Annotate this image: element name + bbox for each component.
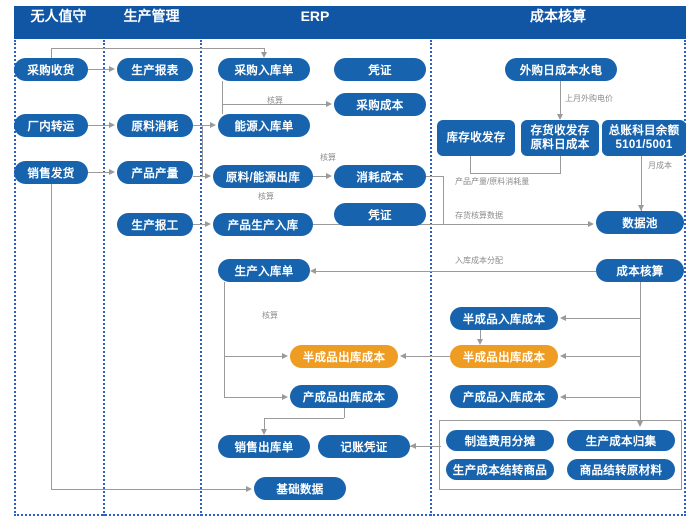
costing-subprocess-group xyxy=(439,420,682,490)
n-changnei-zhuanyun[interactable]: 厂内转运 xyxy=(14,114,88,137)
n-shengchan-baogong[interactable]: 生产报工 xyxy=(117,213,193,236)
n-chancheng-chuku-erp[interactable]: 产成品出库成本 xyxy=(290,385,398,408)
lbl-shangyue-dianjia: 上月外购电价 xyxy=(565,94,613,103)
n-caigou-shouhuo[interactable]: 采购收货 xyxy=(14,58,88,81)
n-xiaoshou-fahuo[interactable]: 销售发货 xyxy=(14,161,88,184)
n-shengchan-guiji[interactable]: 生产成本归集 xyxy=(567,430,675,451)
lane-divider-3 xyxy=(430,40,432,516)
lbl-hesuan-2: 核算 xyxy=(320,153,336,162)
n-bancheng-chuku-erp[interactable]: 半成品出库成本 xyxy=(290,345,398,368)
lane-title-3: 成本核算 xyxy=(530,8,586,24)
n-shengchan-jiezhuan[interactable]: 生产成本结转商品 xyxy=(446,459,554,480)
lane-divider-1 xyxy=(103,40,105,516)
lbl-hesuan-4: 核算 xyxy=(262,311,278,320)
n-pingzheng-2[interactable]: 凭证 xyxy=(334,203,426,226)
lane-title-0: 无人值守 xyxy=(30,8,87,24)
lane-divider-2 xyxy=(200,40,202,516)
n-yuanliao-xiaohao[interactable]: 原料消耗 xyxy=(117,114,193,137)
lbl-ruku-fenpei: 入库成本分配 xyxy=(455,256,503,265)
n-kucun-shoufacun[interactable]: 库存收发存 xyxy=(437,120,515,156)
n-zhizao-feiyong[interactable]: 制造费用分摊 xyxy=(446,430,554,451)
lbl-yuechengben: 月成本 xyxy=(648,161,672,170)
n-bancheng-chuku[interactable]: 半成品出库成本 xyxy=(450,345,558,368)
n-nengyuan-rukudan[interactable]: 能源入库单 xyxy=(218,114,310,137)
lane-title-1: 生产管理 xyxy=(123,8,180,24)
swimlane-frame xyxy=(14,40,686,516)
n-xiaoshou-chukudan[interactable]: 销售出库单 xyxy=(218,435,310,458)
n-yuanliao-nengyuan-chuku[interactable]: 原料/能源出库 xyxy=(213,165,313,188)
lbl-cunhuo-hesuan: 存货核算数据 xyxy=(455,211,503,220)
n-shengchan-rukudan[interactable]: 生产入库单 xyxy=(218,259,310,282)
n-shuju-chi[interactable]: 数据池 xyxy=(596,211,684,234)
n-xiaohao-chengben[interactable]: 消耗成本 xyxy=(334,165,426,188)
n-caigou-rukudan[interactable]: 采购入库单 xyxy=(218,58,310,81)
n-chancheng-ruku[interactable]: 产成品入库成本 xyxy=(450,385,558,408)
n-cunhuo-shoufacun[interactable]: 存货收发存原料日成本 xyxy=(521,120,599,156)
n-caigou-chengben[interactable]: 采购成本 xyxy=(334,93,426,116)
n-jizhang-pingzheng[interactable]: 记账凭证 xyxy=(318,435,410,458)
lbl-hesuan-3: 核算 xyxy=(258,192,274,201)
n-jichu-shuju[interactable]: 基础数据 xyxy=(254,477,346,500)
n-waigou-richengben[interactable]: 外购日成本水电 xyxy=(505,58,617,81)
n-shangpin-jiezhuan[interactable]: 商品结转原材料 xyxy=(567,459,675,480)
swimlane-header-bar xyxy=(14,6,686,39)
n-pingzheng-1[interactable]: 凭证 xyxy=(334,58,426,81)
n-shengchan-baobiao[interactable]: 生产报表 xyxy=(117,58,193,81)
lbl-chanliang-xiaohao: 产品产量/原料消耗量 xyxy=(455,177,530,186)
n-chanpin-shengchan-ruku[interactable]: 产品生产入库 xyxy=(213,213,313,236)
n-chanpin-chanliang[interactable]: 产品产量 xyxy=(117,161,193,184)
n-chengben-hesuan[interactable]: 成本核算 xyxy=(596,259,684,282)
lbl-hesuan-1: 核算 xyxy=(267,96,283,105)
lane-title-2: ERP xyxy=(300,8,330,24)
n-bancheng-ruku[interactable]: 半成品入库成本 xyxy=(450,307,558,330)
